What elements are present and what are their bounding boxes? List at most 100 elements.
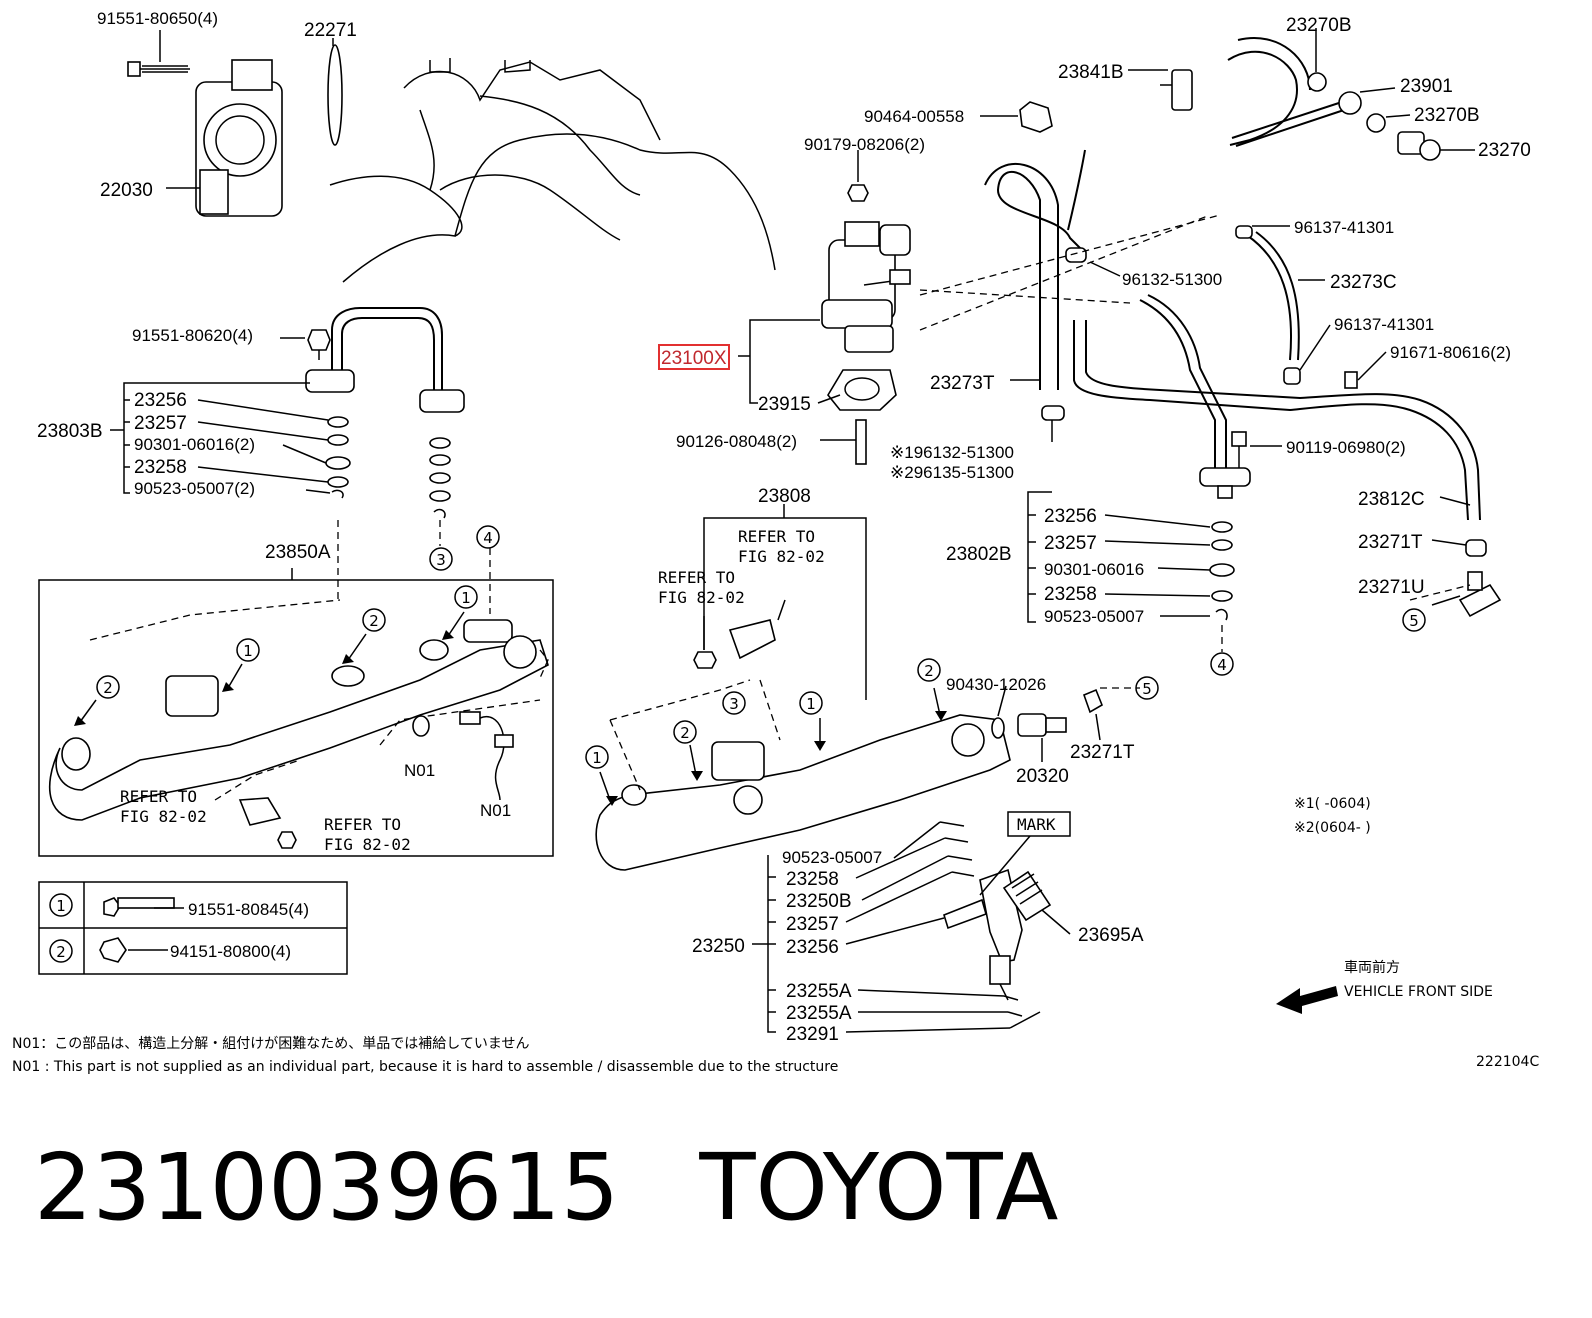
fuel-rail-left-dashed bbox=[89, 599, 549, 801]
bolt-91551-80620[interactable] bbox=[307, 329, 331, 360]
callout-4-a: 4 bbox=[483, 529, 493, 547]
label-23250B: 23250B bbox=[786, 891, 852, 912]
label-96137-41301-a: 96137-41301 bbox=[1294, 218, 1394, 237]
legend-1-part: 91551-80845(4) bbox=[188, 900, 309, 919]
nut-90179-08206[interactable] bbox=[847, 184, 869, 202]
gasket-23270B-top[interactable] bbox=[1307, 72, 1327, 92]
flange-23802B[interactable] bbox=[1199, 467, 1251, 499]
callout-1-b: 1 bbox=[243, 642, 253, 660]
label-91551-80620: 91551-80620(4) bbox=[132, 326, 253, 345]
label-N01-a: N01 bbox=[404, 761, 435, 780]
label-refer-1-b: FIG 82-02 bbox=[738, 547, 825, 566]
bracket-refer-left[interactable] bbox=[238, 797, 282, 826]
label-23803B: 23803B bbox=[37, 421, 103, 442]
union-bolt-23270[interactable] bbox=[1397, 131, 1441, 161]
clip-23271T-right[interactable] bbox=[1465, 539, 1487, 557]
hose-23273C[interactable] bbox=[1247, 231, 1300, 361]
gasket-23270B-mid[interactable] bbox=[1366, 113, 1386, 133]
hose-23273T[interactable] bbox=[984, 149, 1086, 390]
label-90430-12026: 90430-12026 bbox=[946, 675, 1046, 694]
label-23258-a: 23258 bbox=[134, 457, 187, 478]
union-23841B[interactable] bbox=[1160, 69, 1193, 111]
label-date-2: ※2(0604- ) bbox=[1294, 820, 1371, 836]
clip-96137-a[interactable] bbox=[1235, 225, 1253, 239]
callout-4-b: 4 bbox=[1217, 656, 1227, 674]
pipe-23901[interactable] bbox=[1231, 99, 1351, 147]
fuel-rail-left[interactable] bbox=[48, 619, 549, 821]
fuel-pressure-sensor-N01[interactable] bbox=[459, 711, 514, 801]
fuel-pipe-23803B[interactable] bbox=[305, 307, 465, 413]
label-front-jp: 車両前方 bbox=[1344, 959, 1400, 976]
gasket-22271[interactable] bbox=[327, 44, 343, 146]
bracket-23100X bbox=[738, 319, 856, 441]
label-23256-c: 23256 bbox=[786, 937, 839, 958]
callout-2-a: 2 bbox=[369, 612, 379, 630]
hose-23802B-line[interactable] bbox=[1139, 294, 1227, 470]
label-91671-80616: 91671-80616(2) bbox=[1390, 343, 1511, 362]
o-ring-N01[interactable] bbox=[412, 715, 430, 737]
legend-callout-1: 1 bbox=[56, 897, 66, 915]
washer-23901-eye[interactable] bbox=[1338, 91, 1362, 115]
leaders-right bbox=[857, 28, 1475, 606]
mark-box bbox=[979, 811, 1071, 896]
label-refer-3-b: FIG 82-02 bbox=[120, 807, 207, 826]
label-23100X: 23100X bbox=[661, 348, 727, 369]
bolt-91671[interactable] bbox=[1344, 371, 1358, 389]
callout-2-c: 2 bbox=[680, 724, 690, 742]
label-96132-51300: 96132-51300 bbox=[1122, 270, 1222, 289]
label-mark: MARK bbox=[1017, 815, 1056, 834]
union-23271U[interactable] bbox=[1458, 571, 1502, 618]
clip-96132[interactable] bbox=[1065, 247, 1087, 263]
fuel-rail-center[interactable] bbox=[595, 714, 1011, 871]
label-90119-06980: 90119-06980(2) bbox=[1286, 438, 1406, 457]
clip-23271T-mid[interactable] bbox=[1082, 688, 1103, 741]
label-23257-a: 23257 bbox=[134, 413, 187, 434]
stud-90126-08048[interactable] bbox=[855, 419, 867, 465]
clip-96137-b[interactable] bbox=[1283, 367, 1301, 385]
label-23808: 23808 bbox=[758, 486, 811, 507]
bolt-91551-80650[interactable] bbox=[127, 61, 190, 77]
vehicle-front-arrow-icon bbox=[1276, 986, 1338, 1014]
seals-23803B-right[interactable] bbox=[429, 437, 491, 614]
bolt-refer-left[interactable] bbox=[277, 831, 297, 849]
label-23271T-right: 23271T bbox=[1358, 532, 1423, 553]
label-23270B-top: 23270B bbox=[1286, 15, 1352, 36]
diagram-code: 222104C bbox=[1476, 1054, 1539, 1070]
label-refer-3-a: REFER TO bbox=[120, 787, 197, 806]
hose-23270B-upper[interactable] bbox=[1227, 37, 1311, 146]
bolt-refer-center[interactable] bbox=[693, 616, 717, 669]
label-23255A-1: 23255A bbox=[786, 981, 852, 1002]
seals-23802B-stack[interactable] bbox=[1209, 521, 1235, 652]
seals-23803B-left[interactable] bbox=[325, 416, 351, 499]
legend-callout-2: 2 bbox=[56, 943, 66, 961]
leaders-top-left bbox=[159, 30, 334, 189]
gasket-23915[interactable] bbox=[827, 369, 897, 411]
label-N01-b: N01 bbox=[480, 801, 511, 820]
bolt-90119[interactable] bbox=[1231, 431, 1247, 470]
o-ring-90430[interactable] bbox=[991, 685, 1007, 739]
pulsation-damper-20320[interactable] bbox=[1017, 713, 1067, 762]
legend-2-part: 94151-80800(4) bbox=[170, 942, 291, 961]
label-23257-c: 23257 bbox=[786, 914, 839, 935]
throttle-body-22030[interactable] bbox=[195, 59, 283, 217]
seals-23250-stack[interactable] bbox=[939, 821, 1041, 1029]
clip-196132[interactable] bbox=[1041, 405, 1065, 421]
fuel-injector-23250[interactable] bbox=[943, 868, 1023, 1001]
label-96137-41301-b: 96137-41301 bbox=[1334, 315, 1434, 334]
label-refer-2-a: REFER TO bbox=[658, 568, 735, 587]
bracket-refer-center[interactable] bbox=[728, 599, 786, 660]
connector-23695A[interactable] bbox=[1002, 870, 1071, 935]
vacuum-switching-valve-23100X[interactable] bbox=[821, 221, 911, 353]
label-90464-00558: 90464-00558 bbox=[864, 107, 964, 126]
legend-bolt-icon bbox=[103, 897, 184, 917]
pipe-23812C[interactable] bbox=[1073, 320, 1481, 521]
callout-2-d: 2 bbox=[924, 662, 934, 680]
callout-3-b: 3 bbox=[729, 695, 739, 713]
label-23273T: 23273T bbox=[930, 373, 995, 394]
label-23250: 23250 bbox=[692, 936, 745, 957]
clamp-90464-00558[interactable] bbox=[1019, 101, 1053, 133]
bracket-23803B bbox=[110, 337, 331, 494]
install-arrows-left bbox=[74, 611, 465, 726]
